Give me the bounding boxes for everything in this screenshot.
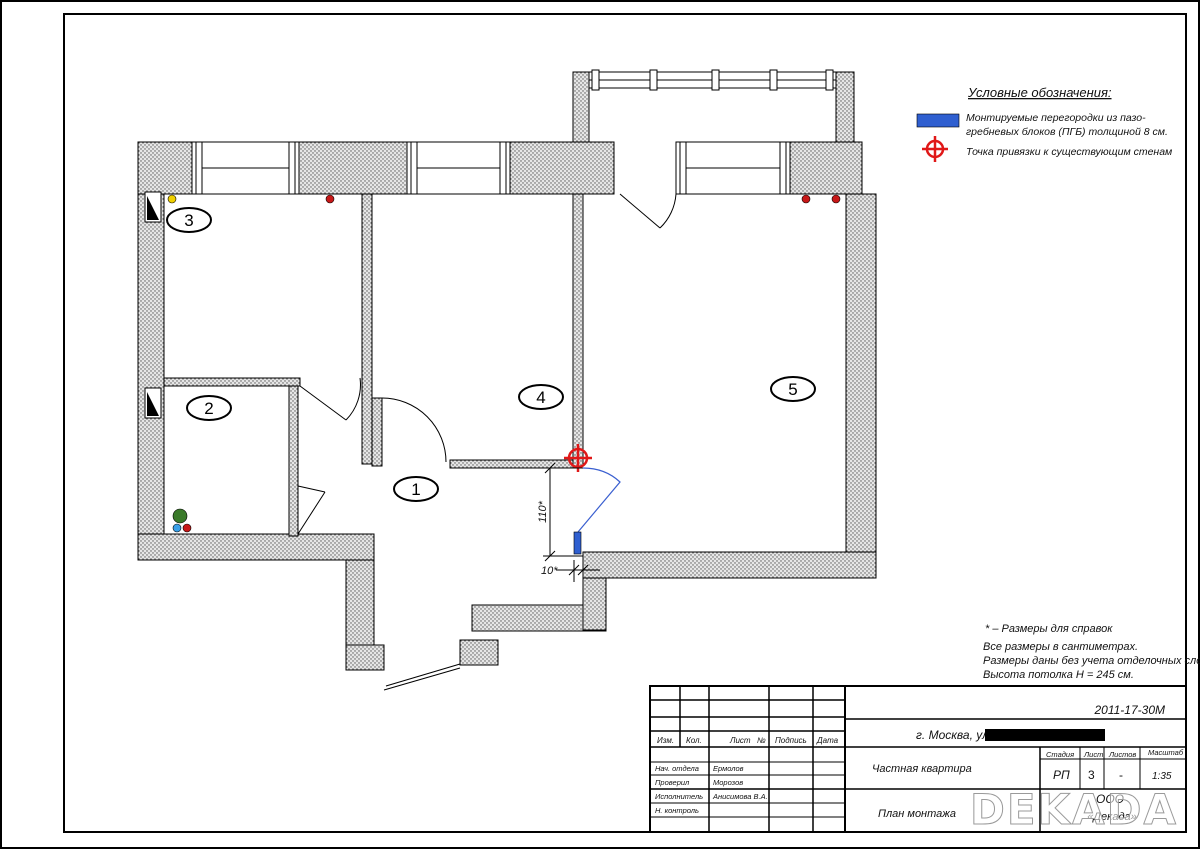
header-izm: Изм. <box>657 736 674 745</box>
role-label: Н. контроль <box>655 806 699 815</box>
stage-header: Лист <box>1083 750 1103 759</box>
room-label-4: 4 <box>518 384 564 410</box>
header-signature: Подпись <box>775 736 807 745</box>
room-number: 5 <box>788 380 797 399</box>
title-block <box>649 685 1187 833</box>
org-line-1: ООО <box>1096 792 1124 806</box>
role-label: Исполнитель <box>655 792 703 801</box>
anchor-point-marker <box>564 444 592 472</box>
stage-header: Стадия <box>1046 750 1074 759</box>
room-label-5: 5 <box>770 376 816 402</box>
sheet-number: 3 <box>1088 768 1095 782</box>
object-name: Частная квартира <box>872 763 972 775</box>
room-number: 1 <box>411 480 420 499</box>
org-line-2: «Декада» <box>1087 811 1137 823</box>
radiators <box>144 191 162 419</box>
stage-value: РП <box>1053 768 1070 782</box>
watermark-logo: DEKADA <box>970 785 1178 834</box>
title-block-headers: Изм. Кол. Лист № Подпись Дата <box>657 736 839 745</box>
room-label-2: 2 <box>186 395 232 421</box>
person-name: Ермолов <box>713 764 744 773</box>
person-name: Морозов <box>713 778 743 787</box>
room-number: 4 <box>536 388 545 407</box>
note-line: Все размеры в сантиметрах. <box>983 641 1138 653</box>
exterior-walls <box>137 71 877 671</box>
header-num: № <box>757 736 766 745</box>
drawing-code: 2011-17-30М <box>1094 703 1166 717</box>
stage-header: Масштаб <box>1148 748 1184 757</box>
legend-title: Условные обозначения: <box>967 85 1112 100</box>
room-number: 2 <box>204 399 213 418</box>
sheet-count: - <box>1119 768 1123 782</box>
door-swing-new <box>577 467 621 533</box>
room-label-3: 3 <box>166 207 212 233</box>
role-label: Нач. отдела <box>655 764 699 773</box>
address-text: г. Москва, ул. <box>916 728 992 742</box>
note-line: Высота потолка H = 245 см. <box>983 669 1134 681</box>
windows <box>191 69 837 691</box>
legend-partition-swatch <box>916 113 960 128</box>
person-name: Анисимова В.А. <box>712 792 768 801</box>
utility-points <box>167 194 841 533</box>
sheet-title: План монтажа <box>878 808 956 820</box>
room-number: 3 <box>184 211 193 230</box>
role-label: Проверил <box>655 778 690 787</box>
legend-anchor-icon <box>922 136 948 162</box>
address-redaction <box>985 729 1105 741</box>
title-block-roles: Нач. отдела Проверил Исполнитель Н. конт… <box>655 764 768 815</box>
room-label-1: 1 <box>393 476 439 502</box>
header-kol: Кол. <box>686 736 702 745</box>
legend-partition-text-1: Монтируемые перегородки из пазо- <box>966 112 1146 124</box>
legend: Условные обозначения: Монтируемые перего… <box>916 85 1172 162</box>
stage-header: Листов <box>1108 750 1136 759</box>
dimension-vertical-label: 110* <box>537 500 549 523</box>
note-line: * – Размеры для справок <box>985 623 1113 635</box>
legend-anchor-text: Точка привязки к существующим стенам <box>966 146 1172 158</box>
stage-table: Стадия Лист Листов Масштаб РП 3 - 1:35 <box>1046 748 1184 782</box>
note-line: Размеры даны без учета отделочных слоев. <box>983 655 1200 667</box>
header-date: Дата <box>816 736 839 745</box>
interior-partitions <box>163 193 584 537</box>
dimension-horizontal-label: 10* <box>541 565 558 577</box>
notes: * – Размеры для справок Все размеры в са… <box>983 623 1200 681</box>
new-partition-block <box>573 531 582 555</box>
dimension-lines <box>543 462 600 582</box>
header-list: Лист <box>729 736 751 745</box>
scale-value: 1:35 <box>1152 771 1172 782</box>
legend-partition-text-2: гребневых блоков (ПГБ) толщиной 8 см. <box>966 126 1168 138</box>
doors <box>297 193 677 535</box>
sheet-frame <box>63 13 1187 833</box>
